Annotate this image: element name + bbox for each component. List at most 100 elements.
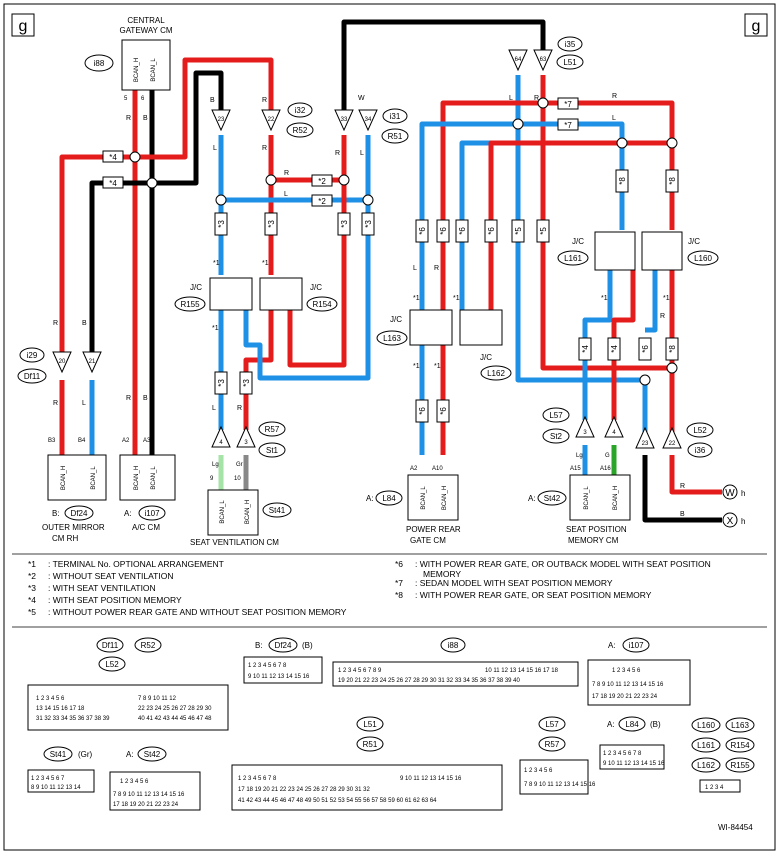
- svg-text:L161: L161: [564, 254, 582, 263]
- svg-text:R: R: [534, 95, 539, 102]
- svg-text:*3: *3: [267, 220, 276, 228]
- svg-text:BCAN_L: BCAN_L: [421, 486, 427, 510]
- svg-text:i107: i107: [144, 509, 160, 518]
- legend-key: *4: [28, 595, 36, 605]
- junction: [512, 118, 524, 130]
- svg-text:BCAN_H: BCAN_H: [134, 58, 140, 82]
- svg-text:10: 10: [234, 476, 241, 482]
- svg-text:A:: A:: [126, 750, 134, 759]
- svg-text:*1: *1: [262, 260, 269, 267]
- svg-text:*6: *6: [439, 407, 448, 415]
- svg-text:i88: i88: [448, 641, 459, 650]
- svg-text:1 2 3 4 5 6 7 8: 1 2 3 4 5 6 7 8: [603, 751, 642, 757]
- svg-text:R57: R57: [545, 740, 560, 749]
- svg-text:*6: *6: [439, 227, 448, 235]
- svg-text:R: R: [237, 405, 242, 412]
- wires: [59, 19, 722, 523]
- svg-text:L: L: [360, 150, 364, 157]
- svg-text:Lg: Lg: [212, 462, 219, 468]
- svg-text:X: X: [727, 516, 734, 527]
- page-badge-right-text: g: [752, 18, 761, 35]
- svg-text:17 18 19 20 21 22 23 24: 17 18 19 20 21 22 23 24: [113, 802, 179, 808]
- svg-text:*1: *1: [212, 325, 219, 332]
- component-boxes: CENTRAL GATEWAY CM BCAN_H BCAN_L 5 6 BCA…: [42, 16, 745, 547]
- svg-text:J/C: J/C: [190, 283, 202, 292]
- svg-text:L: L: [413, 265, 417, 272]
- svg-text:SEAT VENTILATION CM: SEAT VENTILATION CM: [190, 538, 279, 547]
- legend: *1: TERMINAL No. OPTIONAL ARRANGEMENT*2:…: [28, 559, 711, 617]
- svg-text:*5: *5: [514, 227, 523, 235]
- svg-text:B: B: [143, 115, 148, 122]
- svg-text:3: 3: [583, 430, 587, 436]
- svg-text:St2: St2: [550, 432, 563, 441]
- svg-text:A3: A3: [143, 438, 151, 444]
- wire-lp-h: [488, 140, 672, 320]
- svg-text:h: h: [741, 489, 745, 498]
- svg-text:L: L: [213, 145, 217, 152]
- svg-text:L163: L163: [383, 334, 401, 343]
- svg-text:J/C: J/C: [310, 283, 322, 292]
- wire-loop-h: [287, 135, 347, 368]
- svg-text:B4: B4: [78, 438, 86, 444]
- svg-text:CENTRAL: CENTRAL: [127, 16, 165, 25]
- legend-text: : SEDAN MODEL WITH SEAT POSITION MEMORY: [415, 578, 613, 588]
- svg-text:L52: L52: [693, 426, 707, 435]
- svg-text:9 10 11 12 13 14 15 16: 9 10 11 12 13 14 15 16: [603, 761, 665, 767]
- wire-mirror-h-up: [59, 154, 135, 352]
- svg-text:R: R: [53, 320, 58, 327]
- junction: [129, 151, 141, 163]
- svg-text:L: L: [509, 95, 513, 102]
- connector-triangles: [52, 49, 682, 449]
- svg-text:(B): (B): [650, 720, 661, 729]
- legend-text: : WITHOUT POWER REAR GATE AND WITHOUT SE…: [48, 607, 347, 617]
- svg-text:L52: L52: [105, 660, 119, 669]
- svg-text:8 9 10 11 12 13 14: 8 9 10 11 12 13 14: [31, 785, 81, 791]
- svg-text:63: 63: [540, 57, 547, 63]
- legend-item: *6: WITH POWER REAR GATE, OR OUTBACK MOD…: [395, 559, 711, 579]
- svg-text:64: 64: [515, 57, 522, 63]
- svg-text:R154: R154: [312, 300, 332, 309]
- svg-text:6: 6: [141, 96, 145, 102]
- junction: [338, 174, 350, 186]
- svg-text:J/C: J/C: [390, 315, 402, 324]
- svg-text:33: 33: [341, 117, 348, 123]
- svg-text:A:: A:: [607, 720, 615, 729]
- svg-text:1 2 3 4 5 6 7 8: 1 2 3 4 5 6 7 8: [248, 663, 287, 669]
- svg-text:*1: *1: [663, 295, 670, 302]
- svg-text:4: 4: [219, 440, 223, 446]
- svg-text:R57: R57: [265, 425, 280, 434]
- legend-item: *7: SEDAN MODEL WITH SEAT POSITION MEMOR…: [395, 578, 613, 588]
- svg-text:R: R: [126, 395, 131, 402]
- svg-text:L: L: [212, 405, 216, 412]
- svg-text:*6: *6: [418, 227, 427, 235]
- svg-text:W: W: [725, 488, 735, 499]
- svg-text:L163: L163: [731, 721, 749, 730]
- junction: [146, 177, 158, 189]
- wire-jc-h: [611, 270, 636, 420]
- legend-key: *3: [28, 583, 36, 593]
- svg-text:R155: R155: [180, 300, 200, 309]
- wire-pg-h-top: [440, 100, 543, 320]
- svg-text:B: B: [680, 511, 685, 518]
- svg-text:10 11 12 13 14 15 16 17 18: 10 11 12 13 14 15 16 17 18: [485, 668, 559, 674]
- page-badge-right: [744, 13, 768, 37]
- svg-text:7 8 9 10 11 12 13 14 15 16: 7 8 9 10 11 12 13 14 15 16: [113, 792, 185, 798]
- svg-text:R: R: [262, 145, 267, 152]
- svg-text:*3: *3: [217, 379, 226, 387]
- page-badge-left: [11, 13, 35, 37]
- svg-text:*2: *2: [318, 197, 326, 206]
- svg-text:R: R: [262, 97, 267, 104]
- svg-text:J/C: J/C: [572, 237, 584, 246]
- svg-text:1 2 3 4 5 6: 1 2 3 4 5 6: [36, 696, 65, 702]
- svg-text:h: h: [741, 517, 745, 526]
- svg-text:9 10 11 12 13 14 15 16: 9 10 11 12 13 14 15 16: [248, 674, 310, 680]
- svg-text:19 20 21 22 23 24 25 26 27 28: 19 20 21 22 23 24 25 26 27 28 29 30 31 3…: [338, 678, 520, 684]
- svg-text:L160: L160: [697, 721, 715, 730]
- svg-text:R52: R52: [141, 641, 156, 650]
- svg-text:*3: *3: [242, 379, 251, 387]
- wire-jc2-l: [645, 270, 658, 333]
- svg-text:A:: A:: [366, 494, 374, 503]
- svg-text:22 23 24 25 26 27 28 29 30: 22 23 24 25 26 27 28 29 30: [138, 706, 212, 712]
- page-badge-left-text: g: [19, 18, 28, 35]
